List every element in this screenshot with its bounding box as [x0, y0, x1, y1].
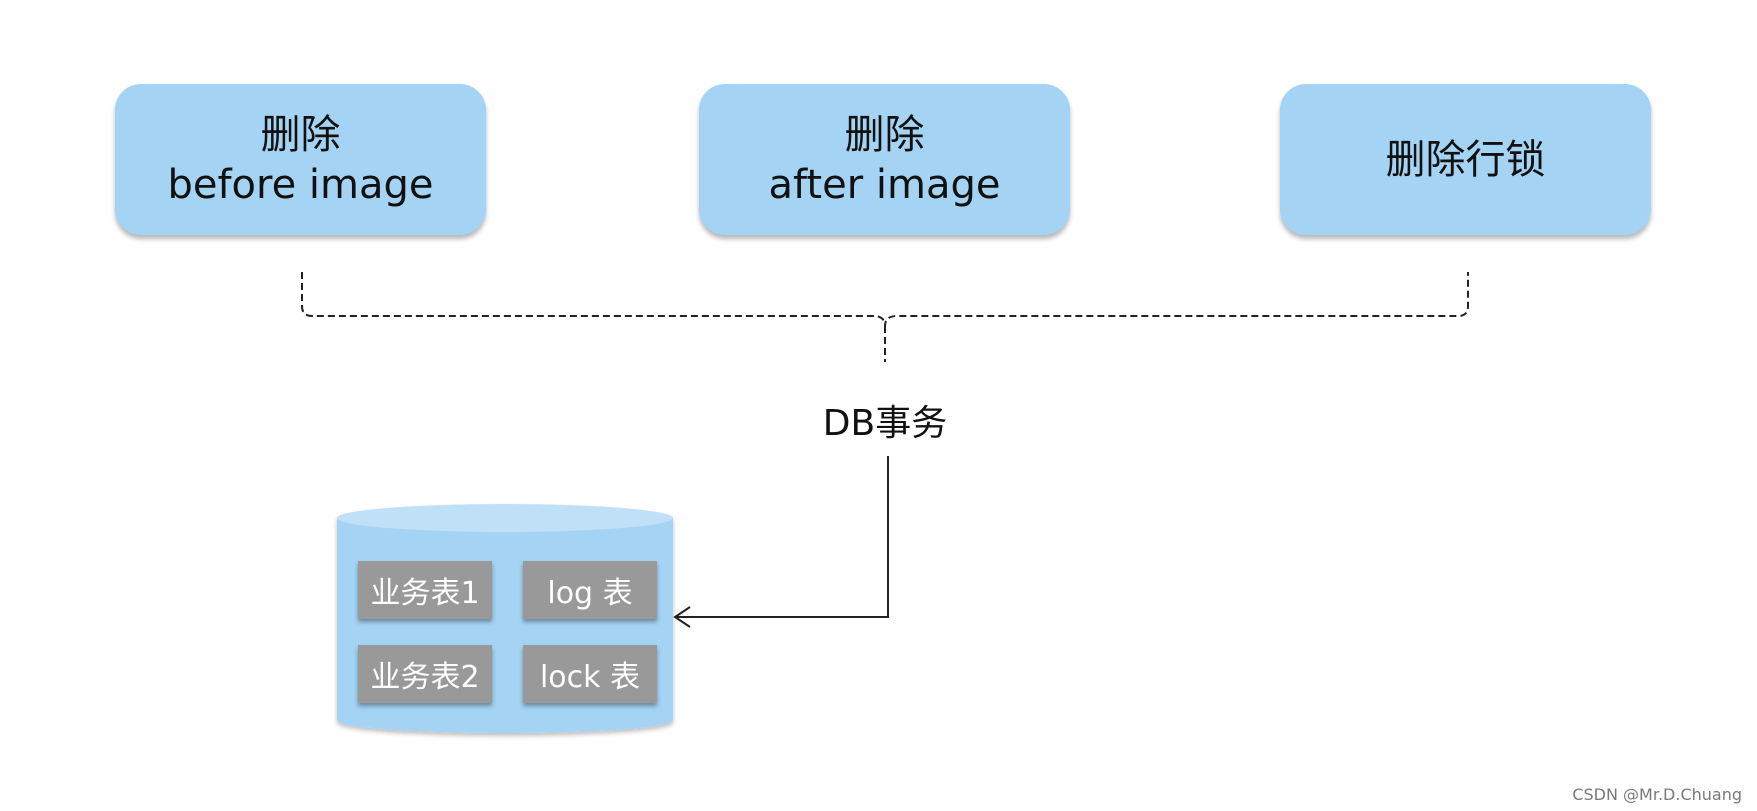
arrow-head [673, 606, 691, 628]
transaction-brace [301, 272, 1469, 327]
step-title: 删除 [260, 111, 341, 158]
step-title: 删除 [844, 111, 925, 158]
transaction-to-database-arrow [675, 456, 889, 618]
step-delete-before-image: 删除 before image [115, 84, 486, 235]
step-delete-row-lock: 删除行锁 [1280, 84, 1651, 235]
db-transaction-label: DB事务 [822, 403, 948, 444]
step-subtitle: before image [167, 161, 434, 208]
watermark: CSDN @Mr.D.Chuang [1572, 785, 1742, 804]
step-delete-after-image: 删除 after image [699, 84, 1070, 235]
business-table-1: 业务表1 [358, 561, 492, 619]
log-table: log 表 [523, 561, 657, 619]
lock-table: lock 表 [523, 645, 657, 703]
step-subtitle: after image [768, 161, 1001, 208]
business-table-2: 业务表2 [358, 645, 492, 703]
step-title: 删除行锁 [1385, 136, 1546, 183]
